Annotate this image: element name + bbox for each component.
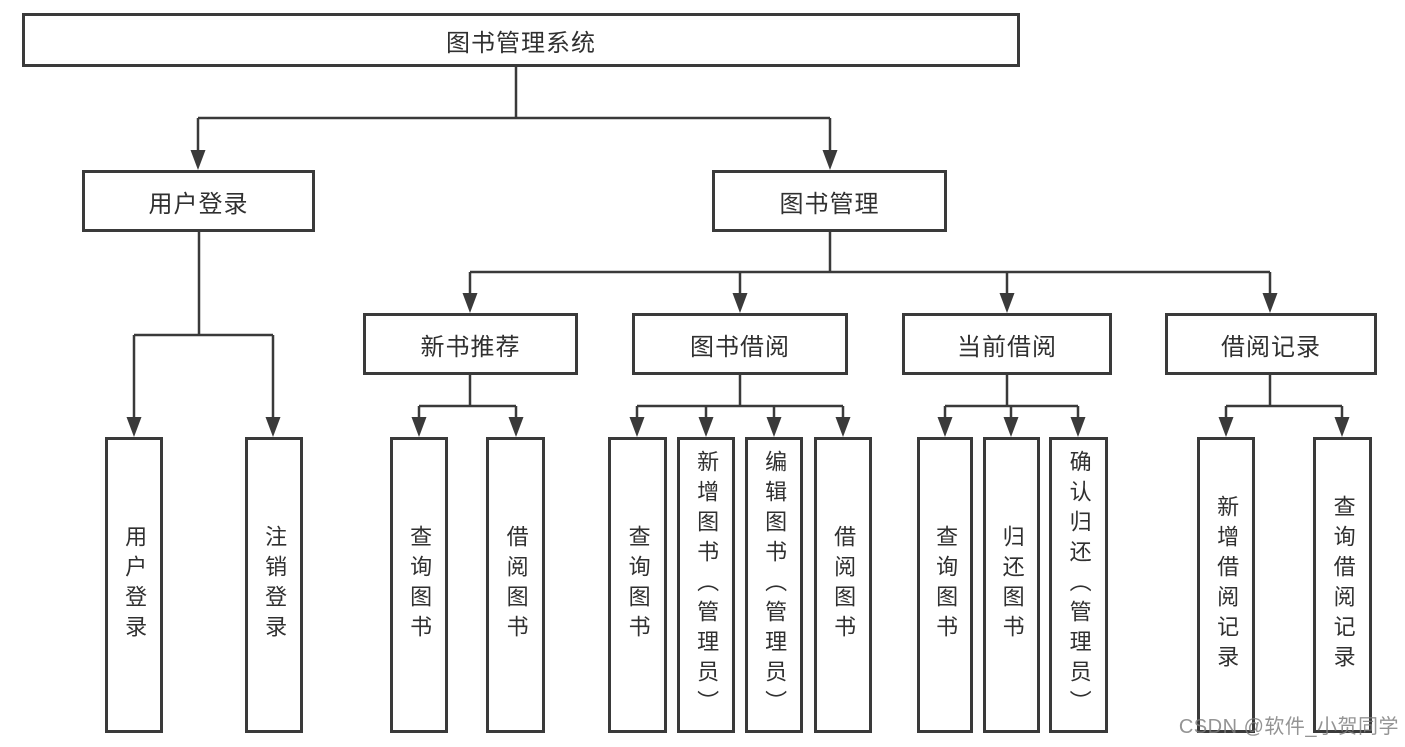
node-leaf-query-books-current: 查询图书 — [917, 437, 973, 733]
connector-userlogin-to-leaves — [132, 232, 275, 419]
node-user-login: 用户登录 — [82, 170, 315, 232]
node-leaf-user-login: 用户登录 — [105, 437, 163, 733]
node-leaf-add-borrow-record: 新增借阅记录 — [1197, 437, 1255, 733]
node-borrow-records: 借阅记录 — [1165, 313, 1377, 375]
node-root-system: 图书管理系统 — [22, 13, 1020, 67]
node-current-borrowing: 当前借阅 — [902, 313, 1112, 375]
node-leaf-query-books-recommend: 查询图书 — [390, 437, 448, 733]
node-leaf-query-borrow-record: 查询借阅记录 — [1313, 437, 1372, 733]
connector-bookborrow-to-leaves — [635, 375, 845, 419]
node-leaf-borrow-books: 借阅图书 — [814, 437, 872, 733]
node-leaf-borrow-books-recommend: 借阅图书 — [486, 437, 545, 733]
leaf-label: 确认归还（管理员） — [1066, 450, 1092, 720]
connector-records-to-leaves — [1224, 375, 1344, 419]
node-leaf-confirm-return-admin: 确认归还（管理员） — [1049, 437, 1108, 733]
node-leaf-logout: 注销登录 — [245, 437, 303, 733]
leaf-label: 查询图书 — [625, 525, 651, 645]
node-new-book-recommend: 新书推荐 — [363, 313, 578, 375]
node-book-borrowing: 图书借阅 — [632, 313, 848, 375]
node-leaf-edit-books-admin: 编辑图书（管理员） — [745, 437, 803, 733]
node-leaf-return-books: 归还图书 — [983, 437, 1040, 733]
leaf-label: 新增借阅记录 — [1214, 495, 1240, 675]
node-leaf-add-books-admin: 新增图书（管理员） — [677, 437, 735, 733]
connector-currentborrow-to-leaves — [943, 375, 1080, 419]
leaf-label: 注销登录 — [262, 525, 288, 645]
connector-root-to-level2 — [196, 67, 832, 152]
connector-newbook-to-leaves — [417, 375, 518, 419]
arrowheads — [126, 150, 1350, 437]
connector-bookmgmt-to-level3 — [468, 232, 1272, 295]
node-leaf-query-books-borrowing: 查询图书 — [608, 437, 667, 733]
leaf-label: 查询图书 — [407, 525, 433, 645]
leaf-label: 查询图书 — [933, 525, 959, 645]
csdn-watermark: CSDN @软件_小贺同学 — [1178, 716, 1399, 738]
leaf-label: 借阅图书 — [503, 525, 529, 645]
leaf-label: 编辑图书（管理员） — [762, 450, 788, 720]
leaf-label: 借阅图书 — [831, 525, 857, 645]
leaf-label: 归还图书 — [999, 525, 1025, 645]
leaf-label: 用户登录 — [122, 525, 148, 645]
leaf-label: 新增图书（管理员） — [694, 450, 720, 720]
node-book-management: 图书管理 — [712, 170, 947, 232]
leaf-label: 查询借阅记录 — [1330, 495, 1356, 675]
